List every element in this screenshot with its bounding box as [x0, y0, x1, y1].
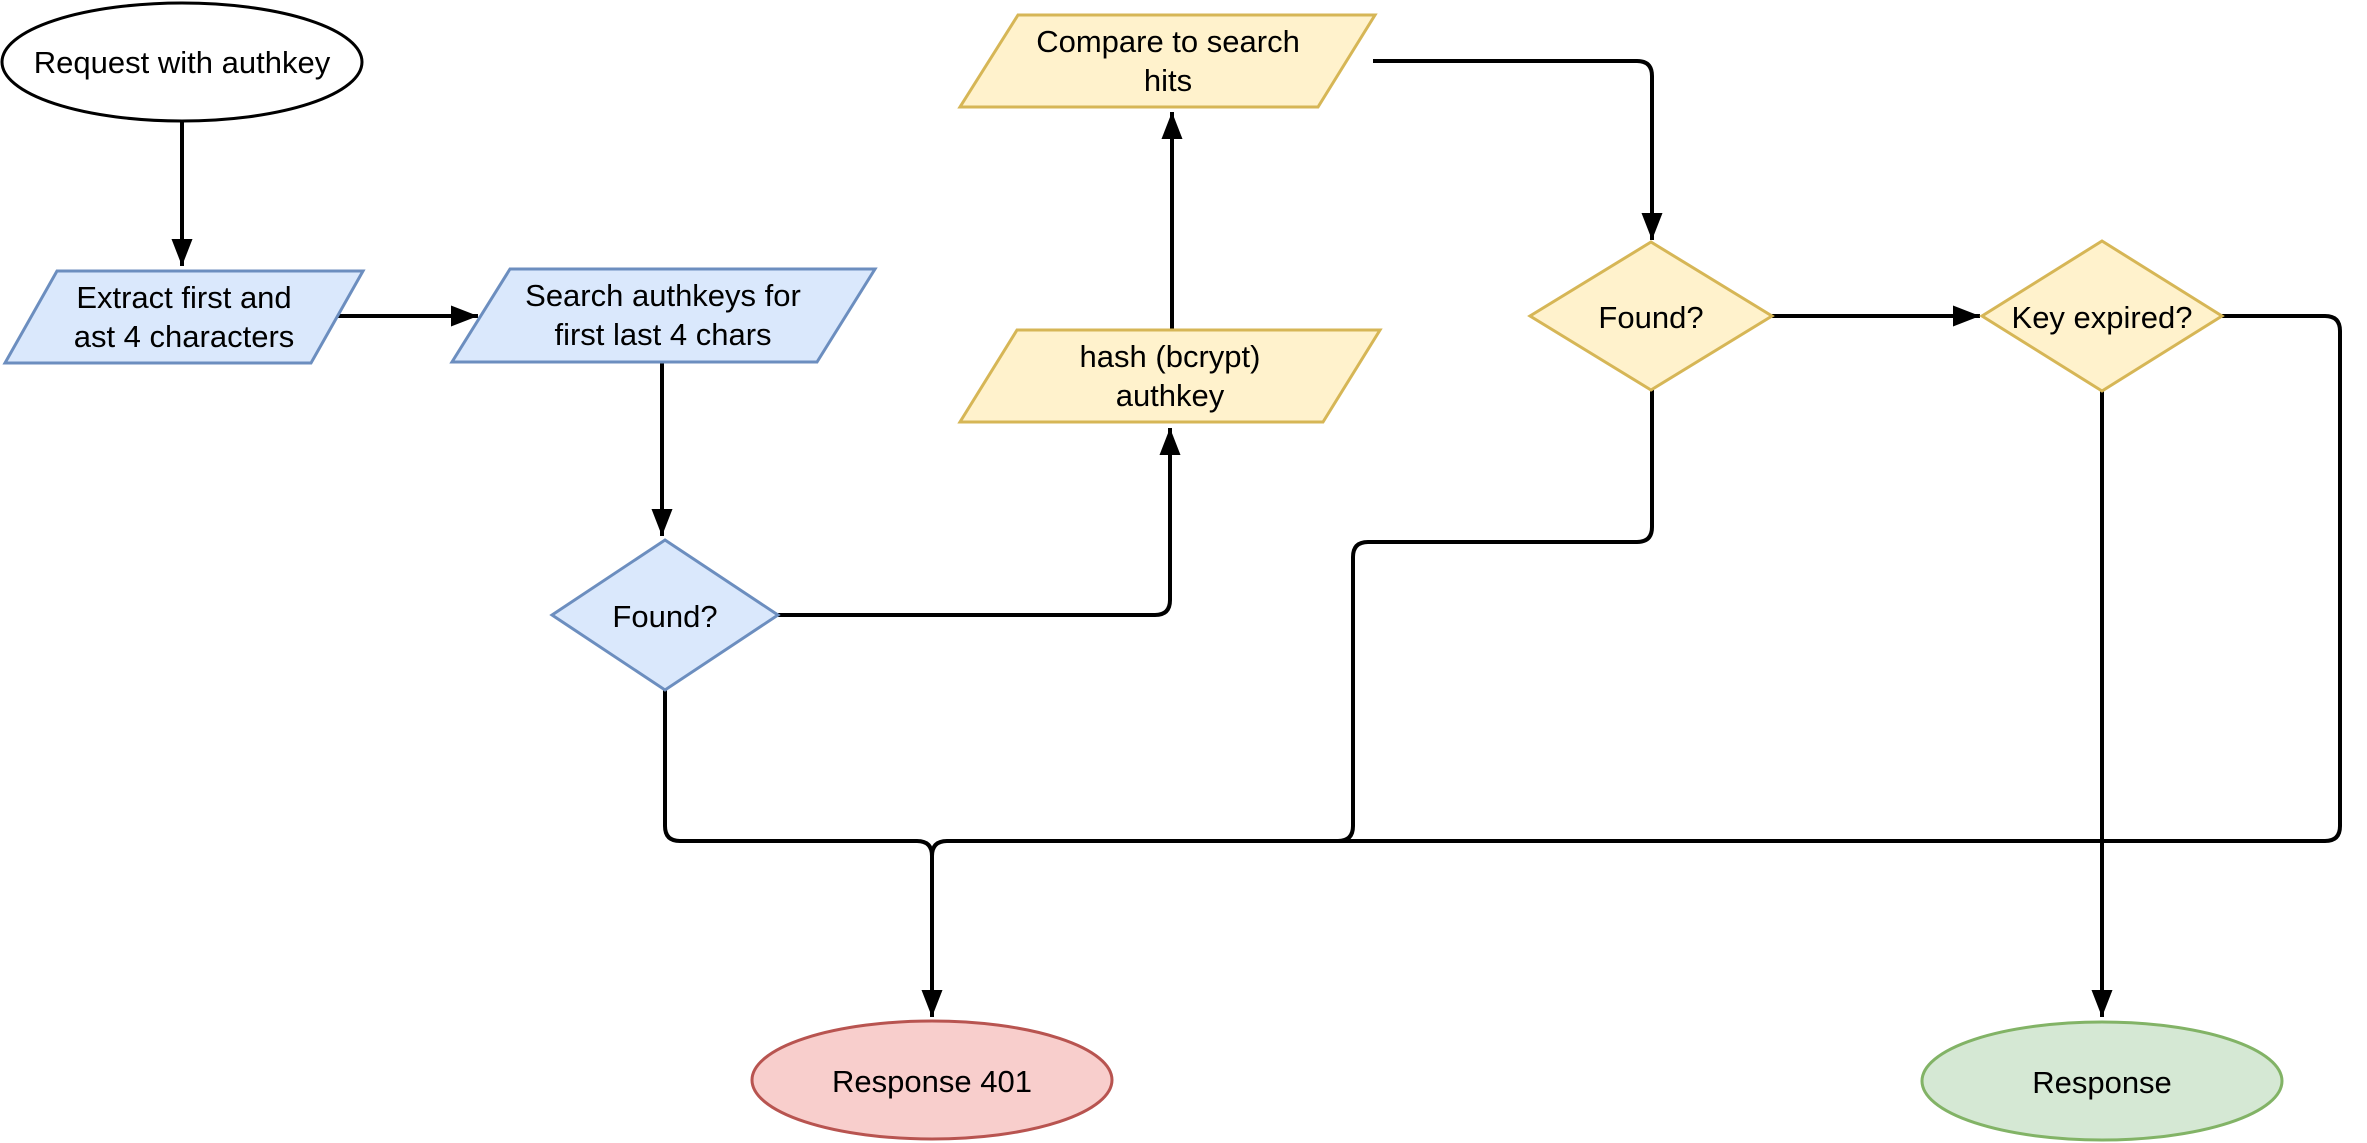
extract-label-line2: ast 4 characters [74, 319, 295, 354]
key-expired-diamond [1979, 239, 2225, 393]
start-node: Request with authkey [0, 1, 364, 123]
extract-label-line1: Extract first and [76, 280, 291, 315]
compare-label-line1: Compare to search [1036, 24, 1300, 59]
edge-compare-to-found-compare [1373, 59, 1663, 240]
compare-found-decision: Found? [1527, 240, 1775, 392]
response-401-label: Response 401 [832, 1064, 1032, 1099]
edge-found-db-to-response-401 [663, 690, 943, 1017]
key-expired-label: Key expired? [2012, 300, 2193, 335]
db-found-diamond [549, 538, 781, 692]
compare-found-label: Found? [1598, 300, 1703, 335]
edges [171, 59, 2342, 1017]
search-step: Search authkeys for first last 4 chars [449, 267, 878, 364]
response-ellipse [1920, 1020, 2284, 1142]
response-label: Response [2032, 1065, 2172, 1100]
extract-step: Extract first and ast 4 characters [2, 269, 366, 365]
response-terminal: Response [1920, 1020, 2284, 1142]
start-ellipse [0, 1, 364, 123]
edge-key-expired-to-merge [930, 314, 2342, 857]
edge-found-compare-to-merge [1337, 390, 1654, 843]
response-401-terminal: Response 401 [750, 1019, 1114, 1141]
compare-parallelogram [957, 13, 1378, 109]
hash-parallelogram [957, 328, 1383, 424]
compare-step: Compare to search hits [957, 13, 1378, 109]
db-found-decision: Found? [549, 538, 781, 692]
response-401-ellipse [750, 1019, 1114, 1141]
edge-found-db-to-hash [778, 428, 1181, 617]
search-parallelogram [449, 267, 878, 364]
compare-label-line2: hits [1144, 63, 1192, 98]
search-label-line2: first last 4 chars [554, 317, 771, 352]
hash-label-line2: authkey [1116, 378, 1225, 413]
hash-step: hash (bcrypt) authkey [957, 328, 1383, 424]
extract-parallelogram [2, 269, 366, 365]
hash-label-line1: hash (bcrypt) [1080, 339, 1261, 374]
db-found-label: Found? [612, 599, 717, 634]
compare-found-diamond [1527, 240, 1775, 392]
start-label: Request with authkey [34, 45, 331, 80]
key-expired-decision: Key expired? [1979, 239, 2225, 393]
search-label-line1: Search authkeys for [525, 278, 801, 313]
